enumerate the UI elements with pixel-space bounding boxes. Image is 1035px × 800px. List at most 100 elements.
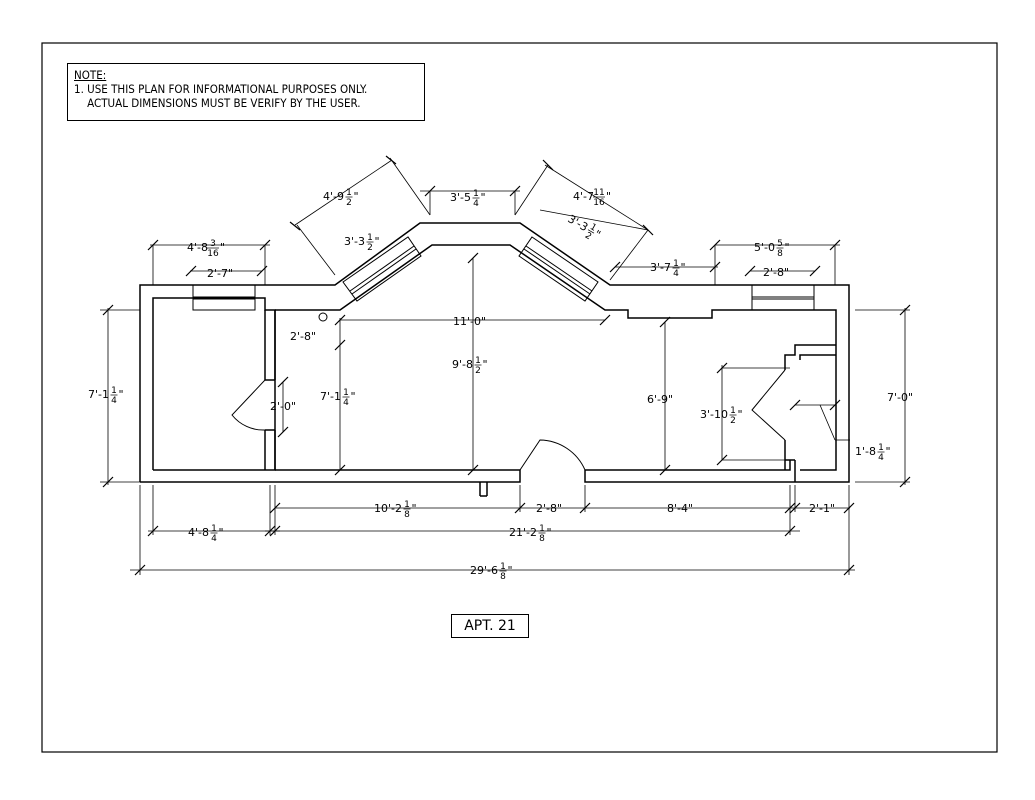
dim-tail: "	[738, 408, 743, 421]
dim-label-room-width: 11'-0"	[453, 315, 486, 328]
dimension-lines	[100, 157, 910, 575]
dim-text: 29'-6	[470, 564, 498, 577]
column-mark	[318, 312, 328, 322]
dim-frac-den: 2	[367, 243, 373, 253]
dim-frac-num: 1	[404, 500, 410, 510]
dim-text: 4'-8	[188, 526, 209, 539]
dim-frac-den: 16	[593, 198, 605, 208]
dim-text: 2'-0"	[270, 400, 296, 413]
dim-frac-den: 4	[473, 199, 479, 209]
dim-frac-den: 4	[878, 453, 884, 463]
dim-tail: "	[481, 191, 486, 204]
dim-tail: "	[785, 241, 790, 254]
drawing-border	[41, 42, 998, 753]
dim-label-diag-right-window: 3'-312"	[566, 212, 603, 243]
note-heading: NOTE:	[74, 68, 107, 82]
dim-tail: "	[592, 228, 603, 242]
dim-text: 2'-7"	[207, 267, 233, 280]
dim-tail: "	[681, 261, 686, 274]
dim-text: 2'-8"	[763, 266, 789, 279]
dim-frac-den: 4	[673, 269, 679, 279]
dimension-ticks	[102, 155, 911, 576]
dim-label-bottom-right: 8'-4"	[667, 502, 693, 515]
dim-frac-den: 8	[500, 572, 506, 582]
note-line-2: ACTUAL DIMENSIONS MUST BE VERIFY BY THE …	[74, 96, 361, 110]
dim-text: 4'-7	[573, 190, 594, 203]
dim-frac-num: 1	[111, 386, 117, 396]
dim-tail: "	[351, 390, 356, 403]
dim-text: 2'-8"	[290, 330, 316, 343]
dim-label-right-height: 7'-0"	[887, 391, 913, 404]
dim-frac-num: 1	[730, 406, 736, 416]
dim-label-entry-door: 2'-8"	[536, 502, 562, 515]
dim-frac-den: 4	[111, 396, 117, 406]
dim-frac-den: 8	[404, 510, 410, 520]
dim-frac-num: 1	[878, 443, 884, 453]
dim-tail: "	[354, 190, 359, 203]
doors	[231, 369, 786, 471]
dim-tail: "	[483, 358, 488, 371]
dim-frac-num: 1	[673, 259, 679, 269]
dim-text: 7'-1	[320, 390, 341, 403]
dim-frac-den: 8	[777, 249, 783, 259]
dim-frac-num: 1	[475, 356, 481, 366]
dim-frac-den: 16	[207, 249, 219, 259]
dim-label-bottom-end: 2'-1"	[809, 502, 835, 515]
dim-frac-num: 3	[210, 239, 216, 249]
dim-frac-num: 1	[346, 188, 352, 198]
dim-frac-den: 2	[475, 366, 481, 376]
dim-text: 4'-9	[323, 190, 344, 203]
dim-frac-den: 8	[539, 534, 545, 544]
dim-text: 6'-9"	[647, 393, 673, 406]
dim-frac-den: 2	[346, 198, 352, 208]
dim-text: 2'-8"	[536, 502, 562, 515]
dim-text: 7'-0"	[887, 391, 913, 404]
windows	[192, 236, 815, 311]
dim-frac-den: 4	[211, 534, 217, 544]
dim-tail: "	[219, 526, 224, 539]
dim-frac-den: 4	[343, 398, 349, 408]
dim-tail: "	[606, 190, 611, 203]
dim-text: 3'-10	[700, 408, 728, 421]
dim-frac-num: 1	[539, 524, 545, 534]
dim-frac-den: 2	[730, 416, 736, 426]
dim-text: 2'-1"	[809, 502, 835, 515]
dim-text: 3'-7	[650, 261, 671, 274]
dim-text: 4'-8	[187, 241, 208, 254]
dim-text: 5'-0	[754, 241, 775, 254]
dim-label-top-right-window: 2'-8"	[763, 266, 789, 279]
dim-frac-num: 1	[367, 233, 373, 243]
dim-tail: "	[508, 564, 513, 577]
dim-text: 3'-5	[450, 191, 471, 204]
dim-frac-num: 1	[500, 562, 506, 572]
dim-frac-num: 1	[211, 524, 217, 534]
dim-frac-den: 2	[583, 231, 593, 243]
dim-tail: "	[886, 445, 891, 458]
dim-tail: "	[547, 526, 552, 539]
dim-text: 11'-0"	[453, 315, 486, 328]
dim-label-top-left-window: 2'-7"	[207, 267, 233, 280]
dim-tail: "	[412, 502, 417, 515]
dim-tail: "	[119, 388, 124, 401]
dim-text: 3'-3	[344, 235, 365, 248]
dim-text: 3'-3	[566, 212, 591, 234]
dim-tail: "	[220, 241, 225, 254]
dim-frac-bar	[587, 229, 595, 234]
dim-tail: "	[375, 235, 380, 248]
dim-frac-num: 1	[343, 388, 349, 398]
